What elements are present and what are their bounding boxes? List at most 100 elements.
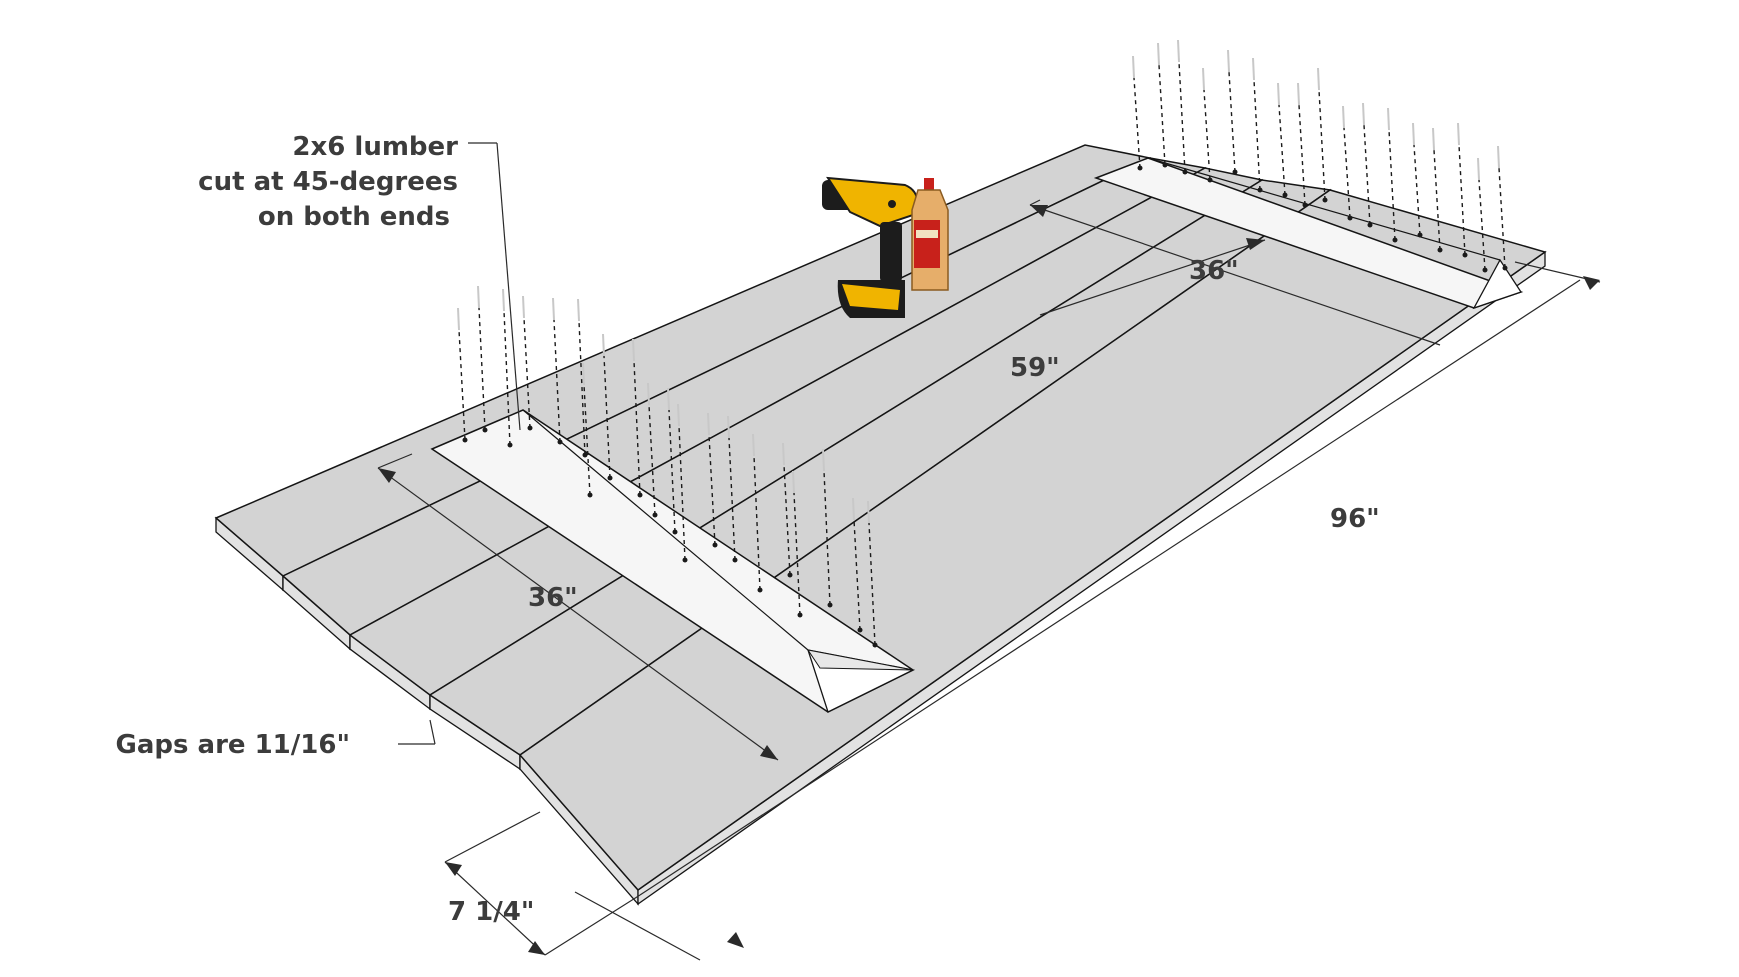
screw-shank <box>632 338 635 362</box>
screw-shank <box>667 387 670 411</box>
screw-hole <box>757 587 763 593</box>
screw-shank <box>1457 122 1460 146</box>
screw-shank <box>1227 49 1230 73</box>
screw-hole <box>527 425 533 431</box>
lumber-label-line2: cut at 45-degrees <box>198 167 458 197</box>
screw-shank <box>1342 105 1345 129</box>
screw-shank <box>782 442 785 466</box>
screw-shank <box>477 285 480 309</box>
screw-shank <box>1432 127 1435 151</box>
screw-icon <box>648 404 656 516</box>
screw-hole <box>507 442 513 448</box>
screw-hole <box>482 427 488 433</box>
screw-icon <box>1413 144 1421 236</box>
dimension-lines <box>377 142 1601 961</box>
screw-hole <box>1282 192 1288 198</box>
screw-hole <box>712 542 718 548</box>
screw-icon <box>503 310 511 446</box>
cleat-left <box>430 409 916 713</box>
screw-shank <box>552 297 555 321</box>
screw-icon <box>1363 124 1371 226</box>
screw-hole <box>672 529 678 535</box>
screw-shank <box>577 298 580 322</box>
screw-shank <box>457 307 460 331</box>
screw-hole <box>1207 177 1213 183</box>
screw-icon <box>1343 127 1351 219</box>
screw-hole <box>1137 165 1143 171</box>
screw-shank <box>1277 82 1280 106</box>
screw-hole <box>1322 197 1328 203</box>
screw-icon <box>1253 79 1261 191</box>
screw-hole <box>787 572 793 578</box>
screw-icon <box>783 464 791 576</box>
screw-shank <box>1132 55 1135 79</box>
screw-shank <box>1252 57 1255 81</box>
screw-shank <box>1477 157 1480 181</box>
screw-icon <box>1498 167 1506 269</box>
screw-shank <box>752 433 755 457</box>
screw-hole <box>1302 202 1308 208</box>
screw-icon <box>1203 89 1211 181</box>
screw-icon <box>1278 104 1286 196</box>
lumber-label-line1: 2x6 lumber <box>292 132 458 162</box>
screw-hole <box>1367 222 1373 228</box>
screw-icon <box>1478 179 1486 271</box>
screw-icon <box>753 455 761 591</box>
overall-length-label: 96" <box>1330 504 1380 534</box>
screw-icon <box>853 519 861 631</box>
screw-icon <box>583 384 591 496</box>
lumber-label-line3: on both ends <box>258 202 450 232</box>
screw-hole <box>1502 265 1508 271</box>
screw-shank <box>522 295 525 319</box>
cleat-right <box>1093 157 1524 310</box>
screw-hole <box>1417 232 1423 238</box>
screw-hole <box>607 475 613 481</box>
screw-hole <box>797 612 803 618</box>
screw-icon <box>1178 61 1186 173</box>
screw-icon <box>633 360 641 496</box>
screw-icon <box>1228 71 1236 173</box>
cleat-right-length-label: 36" <box>1189 256 1239 286</box>
screw-hole <box>462 437 468 443</box>
screw-shank <box>1317 67 1320 91</box>
screw-shank <box>1297 82 1300 106</box>
screw-shank <box>647 382 650 406</box>
screw-shank <box>502 288 505 312</box>
screw-icon <box>1318 89 1326 201</box>
screw-hole <box>1392 237 1398 243</box>
screw-hole <box>827 602 833 608</box>
screw-hole <box>682 557 688 563</box>
screw-hole <box>652 512 658 518</box>
screw-icon <box>1133 77 1141 169</box>
screw-hole <box>582 452 588 458</box>
screw-icon <box>678 425 686 561</box>
screw-shank <box>707 412 710 436</box>
screw-hole <box>857 627 863 633</box>
screw-shank <box>582 362 585 386</box>
screw-hole <box>637 492 643 498</box>
screw-icon <box>1158 64 1166 166</box>
screw-icon <box>1433 149 1441 251</box>
screw-hole <box>1232 169 1238 175</box>
screw-hole <box>732 557 738 563</box>
screw-icon <box>708 434 716 546</box>
screw-shank <box>792 470 795 494</box>
screw-hole <box>1257 187 1263 193</box>
screw-icon <box>523 317 531 429</box>
cordless-drill-icon <box>822 176 919 318</box>
wood-glue-bottle-icon <box>911 178 949 291</box>
cleat-left-length-label: 36" <box>528 583 578 613</box>
screw-icon <box>1388 129 1396 241</box>
board-width-label: 7 1/4" <box>448 897 534 927</box>
screw-icon-group <box>457 39 1508 648</box>
screw-icon <box>578 320 586 456</box>
screw-icon <box>1458 144 1466 256</box>
screw-hole <box>1347 215 1353 221</box>
screw-shank <box>602 333 605 357</box>
screw-shank <box>1387 107 1390 131</box>
screw-hole <box>587 492 593 498</box>
screw-hole <box>872 642 878 648</box>
screw-shank <box>1362 102 1365 126</box>
screw-icon <box>1298 104 1306 206</box>
screw-shank <box>822 448 825 472</box>
